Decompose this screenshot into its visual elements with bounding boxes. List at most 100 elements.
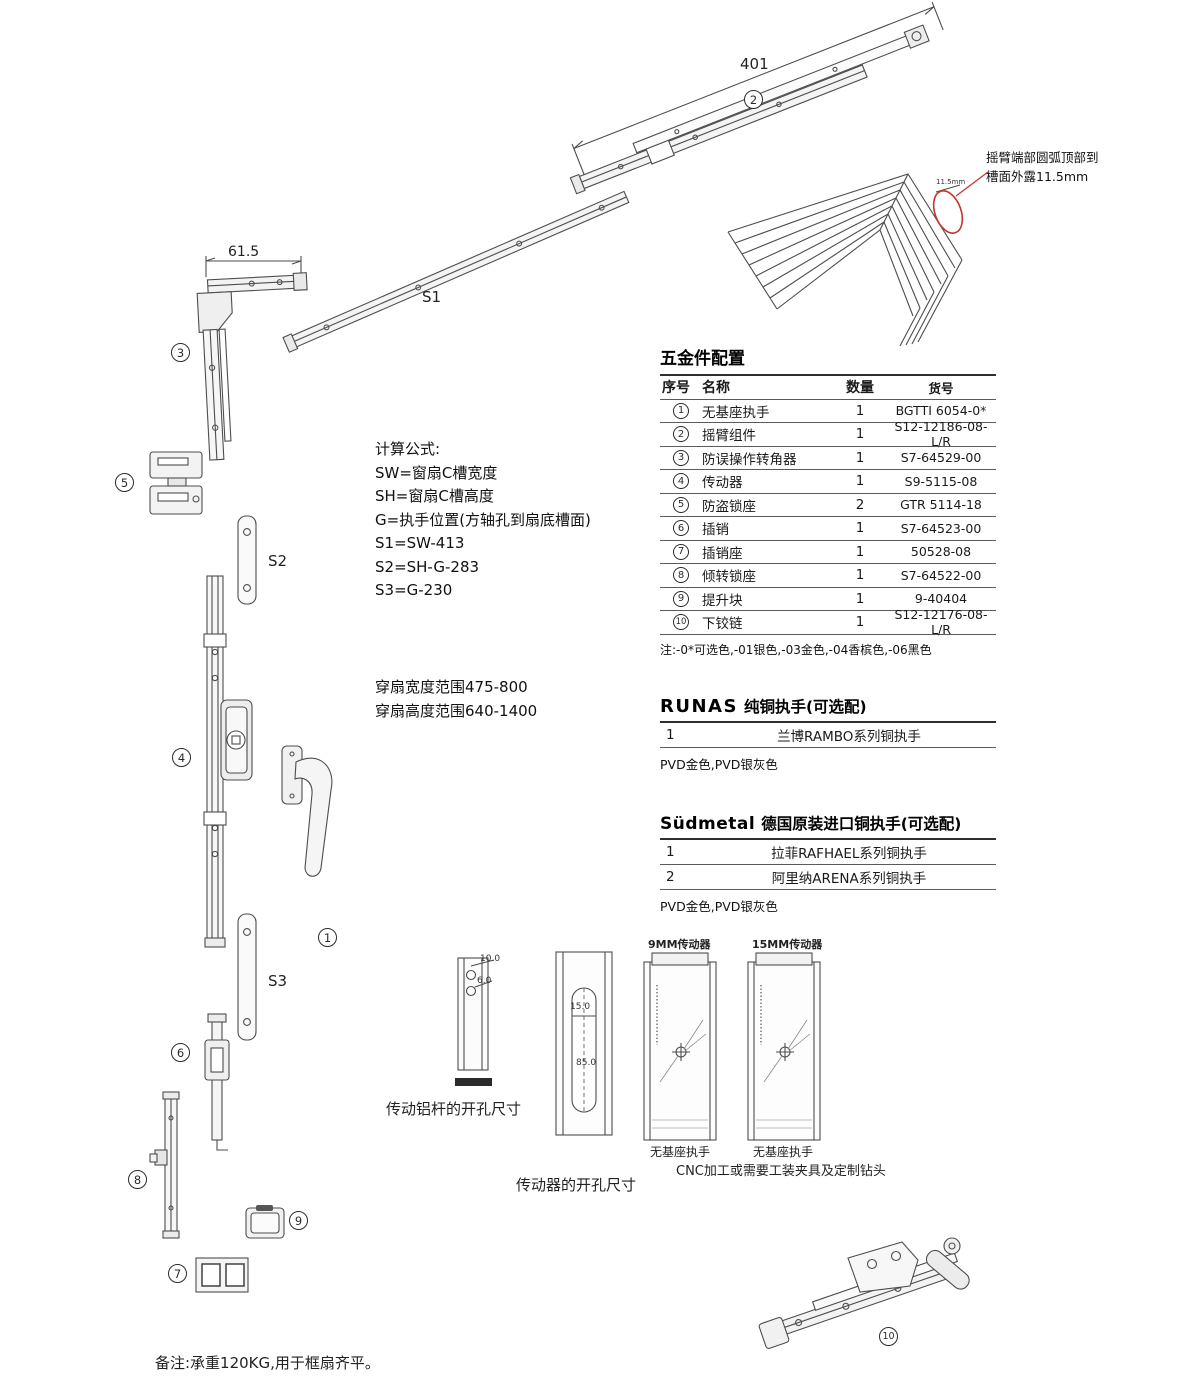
baseless-handle-caption-b: 无基座执手 (753, 1145, 814, 1159)
cnc-note: CNC加工或需要工装夹具及定制钻头 (676, 1164, 886, 1179)
row-part-qty: 1 (855, 520, 865, 537)
drawing-s2-plate (237, 515, 257, 605)
marker-part-3: 3 (171, 343, 190, 362)
row-seq-badge: 10 (673, 614, 689, 631)
row-part-name: 无基座执手 (702, 404, 770, 421)
marker-part-9: 9 (289, 1211, 308, 1230)
option-index: 2 (666, 869, 675, 885)
row-part-code: S9-5115-08 (904, 473, 978, 489)
marker-part-10: 10 (879, 1327, 898, 1346)
row-part-name: 倾转锁座 (702, 569, 756, 586)
hardware-table-title: 五金件配置 (660, 344, 996, 376)
formula-block: 计算公式: SW=窗扇C槽宽度 SH=窗扇C槽高度 G=执手位置(方轴孔到扇底槽… (375, 438, 591, 603)
hardware-table-header-row: 序号 名称 数量 货号 (660, 376, 996, 400)
drawing-driver-hole-template (555, 951, 613, 1136)
marker-part-1: 1 (318, 928, 337, 947)
row-seq-badge: 5 (673, 496, 689, 513)
row-part-name: 提升块 (702, 592, 743, 609)
row-seq-badge: 7 (673, 543, 689, 560)
table-row: 8 倾转锁座 1 S7-64522-00 (660, 564, 996, 588)
list-item: 1 兰博RAMBO系列铜执手 (660, 723, 996, 748)
column-header-qty: 数量 (846, 380, 874, 397)
option-index: 1 (666, 727, 675, 743)
row-part-name: 摇臂组件 (702, 428, 756, 445)
formula-title: 计算公式: (375, 440, 441, 458)
formula-line: S3=G-230 (375, 581, 453, 599)
drawing-tilt-lock-keeper (149, 1091, 180, 1239)
drawing-bottom-hinge (758, 1237, 970, 1349)
drawing-handle (281, 745, 333, 877)
row-part-code: S7-64523-00 (900, 520, 982, 536)
sudmetal-heading: Südmetal 德国原装进口铜执手(可选配) (660, 812, 996, 840)
formula-line: G=执手位置(方轴孔到扇底槽面) (375, 510, 591, 529)
marker-part-2: 2 (744, 90, 763, 109)
drawing-bolt-keeper (195, 1257, 249, 1293)
drawing-corner-drive (196, 256, 308, 461)
sash-width-range: 穿扇宽度范围475-800 (375, 678, 528, 696)
drawing-bolt (204, 1013, 230, 1151)
driver-15mm-caption: 15MM传动器 (752, 938, 823, 951)
sash-range-block: 穿扇宽度范围475-800 穿扇高度范围640-1400 (375, 676, 537, 723)
runas-finish-note: PVD金色,PVD银灰色 (660, 757, 778, 772)
row-seq-badge: 2 (673, 426, 689, 443)
row-part-qty: 1 (855, 567, 865, 584)
list-item: 1 拉菲RAFHAEL系列铜执手 (660, 840, 996, 865)
column-header-name: 名称 (702, 380, 730, 397)
drawing-frame-corner (727, 171, 989, 347)
baseless-handle-caption-a: 无基座执手 (650, 1145, 711, 1159)
row-part-name: 传动器 (702, 475, 743, 492)
marker-part-4: 4 (172, 748, 191, 767)
row-part-name: 防误操作转角器 (702, 451, 797, 468)
row-part-qty: 1 (855, 402, 865, 419)
list-item: 2 阿里纳ARENA系列铜执手 (660, 865, 996, 890)
row-seq-badge: 3 (673, 449, 689, 466)
drawing-driver-9mm-template (643, 952, 717, 1141)
drawing-rod-hole-template (455, 957, 495, 1086)
table-row: 4 传动器 1 S9-5115-08 (660, 470, 996, 494)
row-part-qty: 1 (855, 614, 865, 631)
marker-part-6: 6 (171, 1043, 190, 1062)
drawing-rocker-arm-assembly (569, 1, 944, 195)
row-part-qty: 1 (855, 473, 865, 490)
sash-height-range: 穿扇高度范围640-1400 (375, 701, 538, 720)
sudmetal-title: 德国原装进口铜执手(可选配) (761, 815, 962, 833)
row-part-code: S12-12176-08-L/R (894, 607, 988, 638)
footer-note: 备注:承重120KG,用于框扇齐平。 (155, 1354, 380, 1372)
driver-hole-caption: 传动器的开孔尺寸 (516, 1176, 637, 1194)
hardware-table: 五金件配置 序号 名称 数量 货号 1 无基座执手 1 BGTTI 6054-0… (660, 344, 996, 658)
s2-label: S2 (268, 552, 288, 570)
sudmetal-section: Südmetal 德国原装进口铜执手(可选配) 1 拉菲RAFHAEL系列铜执手… (660, 812, 996, 915)
table-row: 2 摇臂组件 1 S12-12186-08-L/R (660, 419, 996, 449)
runas-heading: RUNAS 纯铜执手(可选配) (660, 695, 996, 723)
formula-line: SW=窗扇C槽宽度 (375, 463, 498, 482)
dim-61-5-label: 61.5 (228, 244, 260, 260)
driver-hole-height-dim: 85.0 (576, 1058, 597, 1068)
runas-brand-logo: RUNAS (660, 696, 738, 717)
formula-line: SH=窗扇C槽高度 (375, 487, 494, 505)
row-seq-badge: 1 (673, 402, 689, 419)
marker-part-7: 7 (168, 1264, 187, 1283)
table-row: 5 防盗锁座 2 GTR 5114-18 (660, 494, 996, 517)
drawing-s1-bar (282, 190, 630, 353)
row-seq-badge: 8 (673, 567, 689, 584)
row-part-name: 防盗锁座 (702, 498, 756, 515)
row-part-code: 9-40404 (914, 591, 968, 607)
drawing-driver-15mm-template (747, 952, 821, 1141)
rod-hole-caption: 传动铝杆的开孔尺寸 (386, 1100, 522, 1118)
drawing-lifting-block (245, 1205, 285, 1239)
row-part-name: 插销 (702, 522, 729, 539)
option-index: 1 (666, 844, 675, 860)
row-part-qty: 1 (855, 449, 865, 466)
table-row: 6 插销 1 S7-64523-00 (660, 517, 996, 541)
driver-9mm-caption: 9MM传动器 (648, 938, 711, 951)
table-row: 1 无基座执手 1 BGTTI 6054-0* (660, 400, 996, 423)
marker-part-8: 8 (128, 1170, 147, 1189)
s3-label: S3 (268, 972, 288, 990)
runas-section: RUNAS 纯铜执手(可选配) 1 兰博RAMBO系列铜执手 PVD金色,PVD… (660, 695, 996, 773)
row-part-qty: 1 (855, 543, 865, 560)
row-part-code: S7-64522-00 (900, 567, 982, 583)
option-name: 兰博RAMBO系列铜执手 (777, 729, 921, 745)
table-row: 3 防误操作转角器 1 S7-64529-00 (660, 447, 996, 470)
column-header-seq: 序号 (662, 380, 690, 397)
